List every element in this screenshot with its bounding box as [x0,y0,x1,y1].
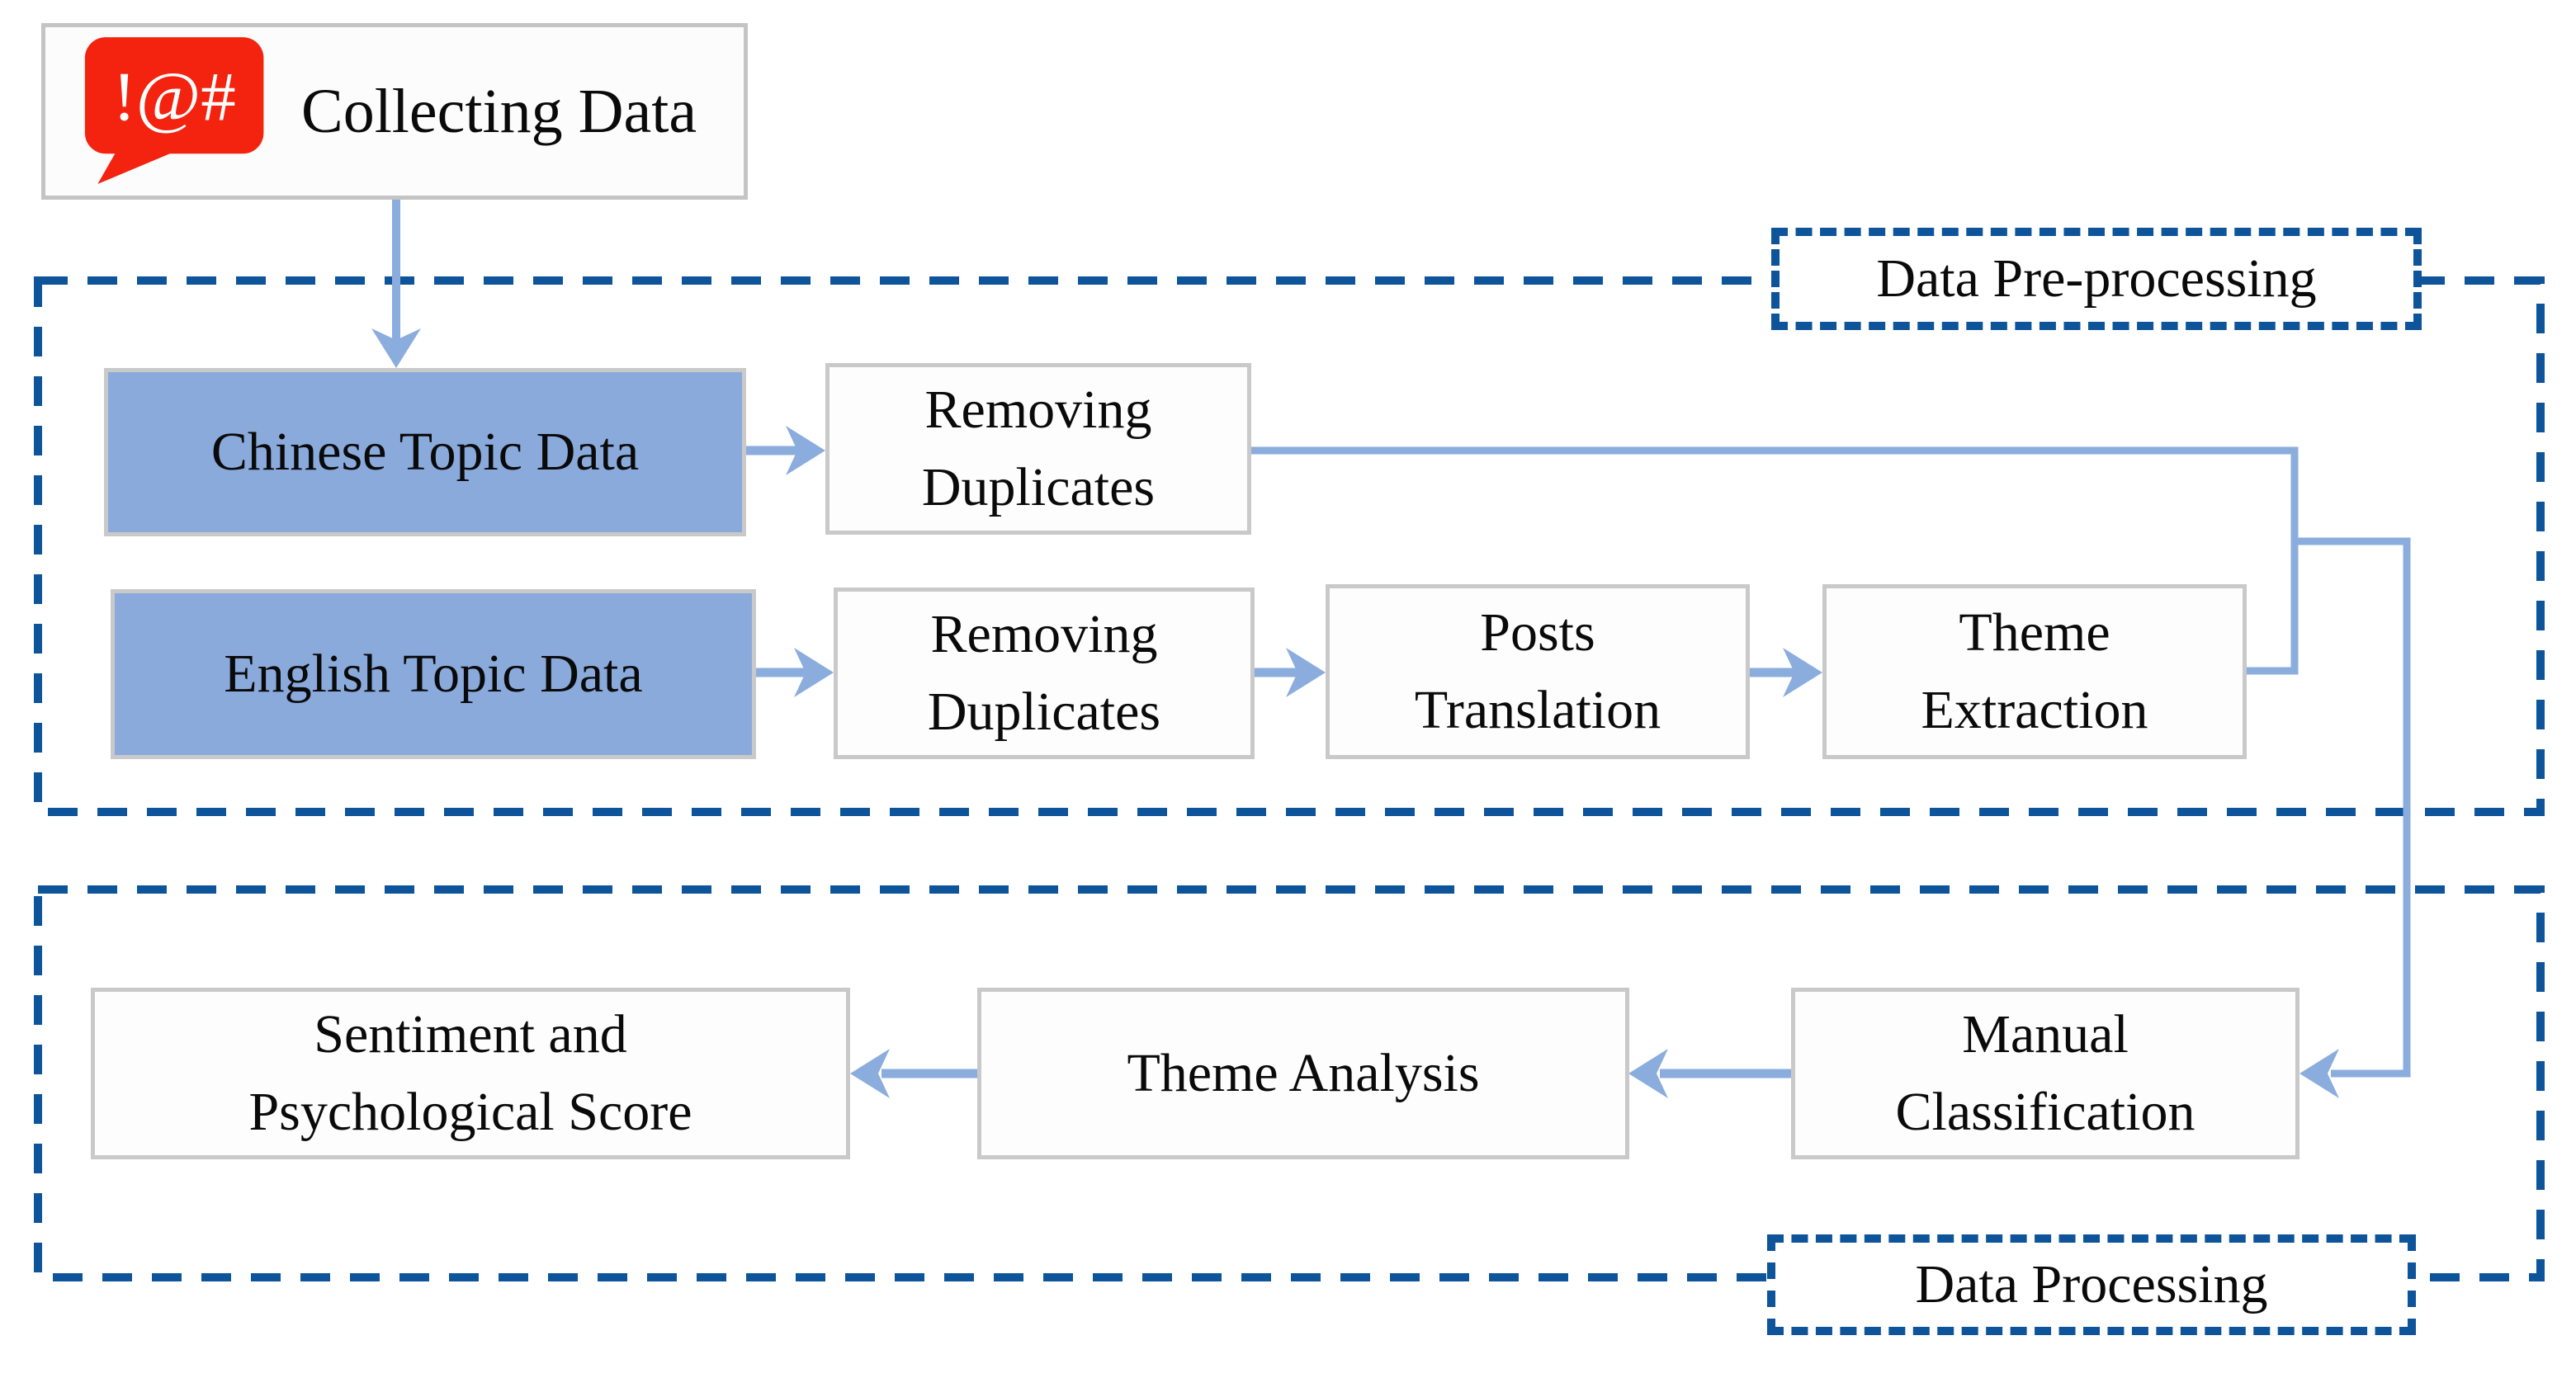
node-label: Removing Duplicates [921,380,1156,517]
zone-label-text: Data Processing [1915,1254,2268,1314]
node-label: Chinese Topic Data [210,422,640,483]
zone-label-text: Data Pre-processing [1876,248,2317,309]
arrowhead-removing2-to-posts [1286,648,1326,697]
collecting-data-box: !@# Collecting Data [41,23,748,200]
zone-label-data-processing: Data Processing [1767,1234,2416,1335]
zone-label-data-pre-processing: Data Pre-processing [1771,228,2422,330]
node-sentiment-psychological-score: Sentiment and Psychological Score [91,988,850,1159]
arrowhead-collecting-to-chinese [371,328,421,368]
node-label: Posts Translation [1414,602,1661,740]
node-posts-translation: Posts Translation [1326,584,1750,759]
connector-to-manual-classification [2295,537,2411,1078]
speech-bubble-glyphs: !@# [113,59,236,136]
node-removing-duplicates-1: Removing Duplicates [825,363,1251,535]
node-manual-classification: Manual Classification [1791,988,2299,1159]
arrowhead-theme-analysis-to-sentiment [850,1049,890,1098]
node-theme-analysis: Theme Analysis [977,988,1629,1159]
arrowhead-posts-to-theme-extraction [1783,648,1822,697]
arrowhead-into-manual-classification [2299,1049,2339,1098]
node-label: Sentiment and Psychological Score [248,1004,692,1142]
node-english-topic-data: English Topic Data [111,589,756,759]
node-label: Theme Extraction [1921,602,2148,740]
node-label: Removing Duplicates [927,604,1161,742]
node-label: Manual Classification [1895,1004,2196,1142]
node-label: Theme Analysis [1127,1043,1480,1104]
speech-bubble-icon: !@# [82,35,273,187]
node-chinese-topic-data: Chinese Topic Data [104,368,746,536]
node-theme-extraction: Theme Extraction [1822,584,2247,759]
node-label: English Topic Data [224,644,643,705]
zone-pre-processing-border [34,276,2545,816]
arrowhead-chinese-to-removing1 [786,426,825,475]
collecting-data-label: Collecting Data [301,76,697,146]
arrowhead-english-to-removing2 [794,648,834,697]
zone-processing-border [34,885,2545,1281]
arrowhead-manual-to-theme-analysis [1628,1049,1668,1098]
node-removing-duplicates-2: Removing Duplicates [834,588,1255,759]
connector-merge-elbow [1251,446,2299,675]
